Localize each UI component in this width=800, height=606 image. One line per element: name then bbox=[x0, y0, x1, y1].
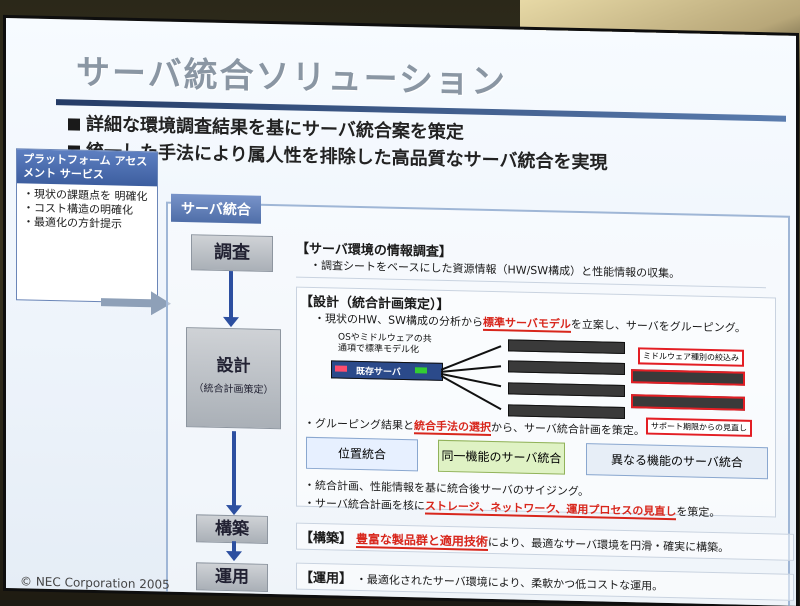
mw-filter-label: ミドルウェア種別の絞込み bbox=[638, 347, 744, 367]
arrow-down-icon bbox=[229, 271, 233, 320]
grouping-arrows bbox=[441, 345, 502, 411]
step-operate: 運用 bbox=[196, 562, 268, 592]
step-survey: 調査 bbox=[191, 234, 273, 273]
step-design: 設計（統合計画策定） bbox=[186, 327, 281, 430]
assessment-service-items: ・現状の課題点を 明確化 ・コスト構造の明確化 ・最適化の方針提示 bbox=[23, 187, 148, 231]
arrow-down-icon bbox=[232, 431, 236, 508]
slide-title: サーバ統合ソリューション bbox=[76, 52, 507, 103]
bullet-square-icon bbox=[68, 118, 80, 131]
panel-tab: サーバ統合 bbox=[171, 193, 261, 224]
consolidated-server-1 bbox=[631, 369, 745, 386]
support-check-label: サポート期限からの見直し bbox=[646, 417, 752, 437]
diagram-note: OSやミドルウェアの共通項で標準モデル化 bbox=[338, 332, 432, 356]
server-group-3 bbox=[508, 382, 625, 398]
server-group-1 bbox=[508, 339, 625, 355]
server-group-4 bbox=[508, 404, 625, 420]
presentation-slide: サーバ統合ソリューション 詳細な環境調査結果を基にサーバ統合案を策定 統一した手… bbox=[6, 18, 796, 606]
arrow-right-icon bbox=[101, 291, 171, 316]
option-same-function-integration: 同一機能のサーバ統合 bbox=[438, 439, 565, 475]
option-different-function-integration: 異なる機能のサーバ統合 bbox=[586, 443, 768, 480]
grouping-diagram: OSやミドルウェアの共通項で標準モデル化 既存サーバ ミドルウェア種別の絞込み … bbox=[326, 332, 776, 437]
assessment-service-box: プラットフォーム アセスメント サービス ・現状の課題点を 明確化 ・コスト構造… bbox=[16, 148, 158, 304]
copyright: © NEC Corporation 2005 bbox=[20, 574, 170, 592]
consolidated-server-2 bbox=[631, 394, 745, 411]
existing-server-label: 既存サーバ bbox=[356, 366, 401, 378]
assessment-service-header: プラットフォーム アセスメント サービス bbox=[17, 149, 157, 187]
option-location-integration: 位置統合 bbox=[306, 436, 418, 472]
arrow-down-icon bbox=[232, 541, 236, 554]
step-build: 構築 bbox=[196, 514, 268, 544]
server-group-2 bbox=[508, 360, 625, 376]
